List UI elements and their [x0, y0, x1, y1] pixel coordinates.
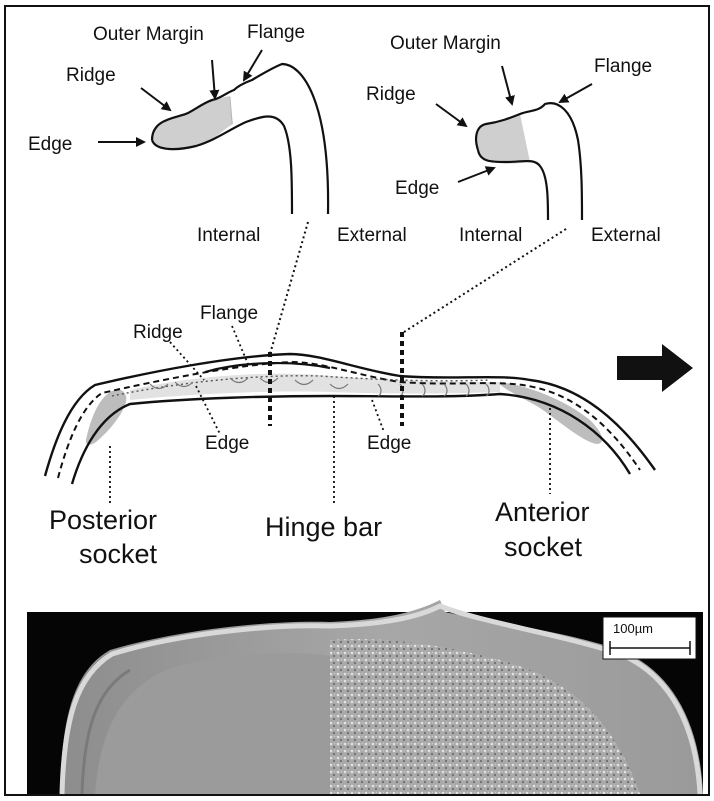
sem-micrograph: 100µm [27, 600, 703, 794]
label-hinge-edge-left: Edge [205, 433, 249, 454]
label-hinge-ridge: Ridge [133, 322, 183, 343]
connector-left [270, 222, 308, 354]
cross-section-left [152, 64, 328, 214]
label-outer-margin-left: Outer Margin [93, 24, 204, 45]
label-outer-margin-right: Outer Margin [390, 33, 501, 54]
label-internal-right: Internal [459, 225, 522, 246]
label-flange-left: Flange [247, 22, 305, 43]
direction-arrow [617, 344, 693, 392]
label-posterior-line1: Posterior [49, 505, 157, 535]
label-anterior-line2: socket [504, 532, 583, 562]
label-hinge-flange: Flange [200, 303, 258, 324]
hinge-profile [45, 326, 655, 506]
arrow-flange-right [560, 84, 592, 102]
label-internal-left: Internal [197, 225, 260, 246]
arrow-edge-right [458, 168, 494, 182]
arrow-outer-margin-right [502, 66, 512, 104]
arrow-outer-margin-left [212, 60, 215, 98]
label-edge-left: Edge [28, 134, 72, 155]
cross-section-right [476, 103, 582, 220]
arrow-ridge-right [436, 104, 466, 126]
label-ridge-left: Ridge [66, 65, 116, 86]
label-anterior-line1: Anterior [495, 497, 590, 527]
label-posterior-line2: socket [79, 539, 158, 569]
label-flange-right: Flange [594, 56, 652, 77]
label-hinge-edge-right: Edge [367, 433, 411, 454]
label-hinge-bar: Hinge bar [265, 512, 382, 542]
scale-bar-label: 100µm [613, 621, 653, 636]
label-edge-right: Edge [395, 178, 439, 199]
label-ridge-right: Ridge [366, 84, 416, 105]
label-external-right: External [591, 225, 661, 246]
label-external-left: External [337, 225, 407, 246]
arrow-ridge-left [141, 88, 170, 110]
